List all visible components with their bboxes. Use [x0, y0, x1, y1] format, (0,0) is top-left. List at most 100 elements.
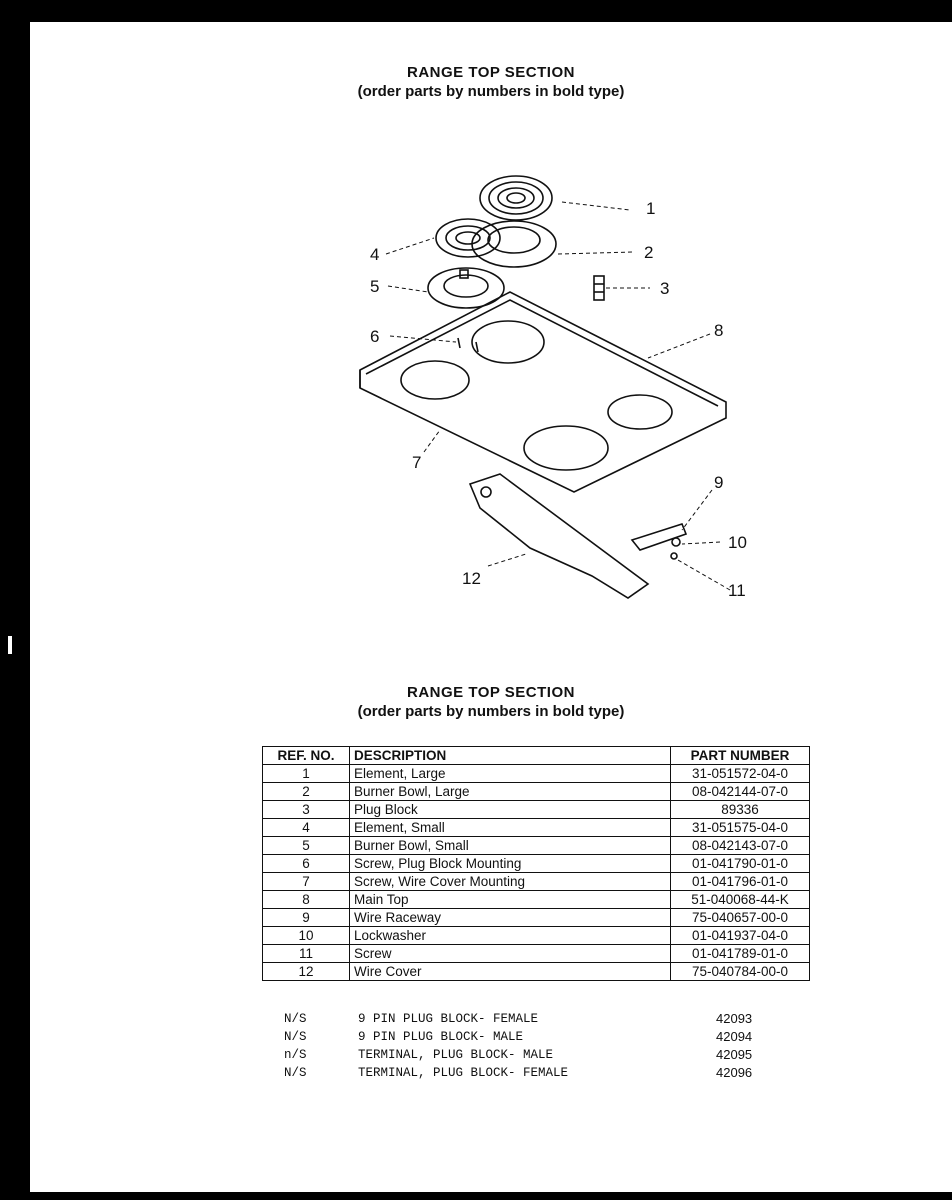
- list-item: N/S TERMINAL, PLUG BLOCK- FEMALE 42096: [262, 1064, 822, 1082]
- callout-5: 5: [370, 277, 379, 296]
- callout-11: 11: [728, 581, 746, 600]
- top-title: RANGE TOP SECTION (order parts by number…: [30, 64, 952, 100]
- ns-ref-text: N/S: [284, 1066, 307, 1080]
- header-description: DESCRIPTION: [349, 746, 671, 765]
- ns-description-text: 9 PIN PLUG BLOCK- FEMALE: [358, 1012, 539, 1026]
- small-element-part: [435, 218, 501, 258]
- ns-ref-text: N/S: [284, 1012, 307, 1026]
- part-number-cell: 01-041796-01-0: [670, 872, 810, 891]
- callout-1: 1: [646, 199, 655, 218]
- part-number-cell: 01-041790-01-0: [670, 854, 810, 873]
- description-cell: Burner Bowl, Small: [349, 836, 671, 855]
- ref-no-cell: 2: [262, 782, 350, 801]
- header-part-number: PART NUMBER: [670, 746, 810, 765]
- ns-part-number-text: 42096: [716, 1065, 753, 1080]
- small-burner-bowl-part: [427, 267, 505, 309]
- ref-no-cell: 10: [262, 926, 350, 945]
- description-cell: Main Top: [349, 890, 671, 909]
- main-top-part: [359, 291, 727, 493]
- ref-no-cell: 11: [262, 944, 350, 963]
- list-item: N/S 9 PIN PLUG BLOCK- FEMALE 42093: [262, 1010, 822, 1028]
- ns-part-number-text: 42095: [716, 1047, 753, 1062]
- screw-part: [670, 552, 678, 560]
- part-number-cell: 01-041937-04-0: [670, 926, 810, 945]
- ns-ref-text: N/S: [284, 1030, 307, 1044]
- callout-8: 8: [714, 321, 723, 340]
- ref-no-cell: 5: [262, 836, 350, 855]
- description-cell: Screw: [349, 944, 671, 963]
- part-number-cell: 08-042143-07-0: [670, 836, 810, 855]
- ref-no-cell: 9: [262, 908, 350, 927]
- callout-7: 7: [412, 453, 421, 472]
- ns-description-text: TERMINAL, PLUG BLOCK- MALE: [358, 1048, 554, 1062]
- ns-description-text: 9 PIN PLUG BLOCK- MALE: [358, 1030, 524, 1044]
- ns-part-number-text: 42094: [716, 1029, 753, 1044]
- wire-cover-part: [468, 473, 650, 599]
- callout-10: 10: [728, 533, 747, 552]
- top-title-sub: (order parts by numbers in bold type): [357, 83, 625, 100]
- part-number-cell: 75-040657-00-0: [670, 908, 810, 927]
- part-number-cell: 89336: [670, 800, 810, 819]
- table-title-main: RANGE TOP SECTION: [407, 684, 575, 701]
- scan-edge-mark: [8, 636, 12, 654]
- description-cell: Wire Raceway: [349, 908, 671, 927]
- description-cell: Element, Large: [349, 764, 671, 783]
- ref-no-cell: 3: [262, 800, 350, 819]
- description-cell: Plug Block: [349, 800, 671, 819]
- ref-no-cell: 7: [262, 872, 350, 891]
- leader-lines: [385, 201, 731, 591]
- part-number-cell: 31-051572-04-0: [670, 764, 810, 783]
- large-burner-bowl-part: [471, 220, 557, 268]
- lockwasher-part: [671, 537, 681, 547]
- table-title-sub: (order parts by numbers in bold type): [357, 703, 625, 720]
- ns-part-number-text: 42093: [716, 1011, 753, 1026]
- ref-no-cell: 6: [262, 854, 350, 873]
- part-number-cell: 01-041789-01-0: [670, 944, 810, 963]
- callout-3: 3: [660, 279, 669, 298]
- part-number-cell: 51-040068-44-K: [670, 890, 810, 909]
- plug-block-part: [593, 275, 605, 301]
- large-element-part: [479, 175, 553, 221]
- top-title-main: RANGE TOP SECTION: [407, 64, 575, 81]
- part-number-cell: 75-040784-00-0: [670, 962, 810, 981]
- description-cell: Element, Small: [349, 818, 671, 837]
- description-cell: Screw, Wire Cover Mounting: [349, 872, 671, 891]
- plug-block-screw-part: [457, 337, 479, 353]
- description-cell: Burner Bowl, Large: [349, 782, 671, 801]
- ref-no-cell: 1: [262, 764, 350, 783]
- callout-6: 6: [370, 327, 379, 346]
- ns-description-text: TERMINAL, PLUG BLOCK- FEMALE: [358, 1066, 569, 1080]
- ref-no-cell: 12: [262, 962, 350, 981]
- callout-4: 4: [370, 245, 379, 264]
- callout-2: 2: [644, 243, 653, 262]
- ns-ref-text: n/S: [284, 1048, 307, 1062]
- description-cell: Lockwasher: [349, 926, 671, 945]
- list-item: N/S 9 PIN PLUG BLOCK- MALE 42094: [262, 1028, 822, 1046]
- table-title: RANGE TOP SECTION (order parts by number…: [30, 684, 952, 720]
- part-number-cell: 08-042144-07-0: [670, 782, 810, 801]
- description-cell: Screw, Plug Block Mounting: [349, 854, 671, 873]
- callout-12: 12: [462, 569, 481, 588]
- description-cell: Wire Cover: [349, 962, 671, 981]
- ref-no-cell: 4: [262, 818, 350, 837]
- callout-9: 9: [714, 473, 723, 492]
- list-item: n/S TERMINAL, PLUG BLOCK- MALE 42095: [262, 1046, 822, 1064]
- wire-raceway-part: [630, 523, 688, 551]
- parts-table-header: REF. NO. DESCRIPTION PART NUMBER: [262, 746, 810, 765]
- part-number-cell: 31-051575-04-0: [670, 818, 810, 837]
- header-ref-no: REF. NO.: [262, 746, 350, 765]
- document-page: RANGE TOP SECTION (order parts by number…: [30, 22, 952, 1192]
